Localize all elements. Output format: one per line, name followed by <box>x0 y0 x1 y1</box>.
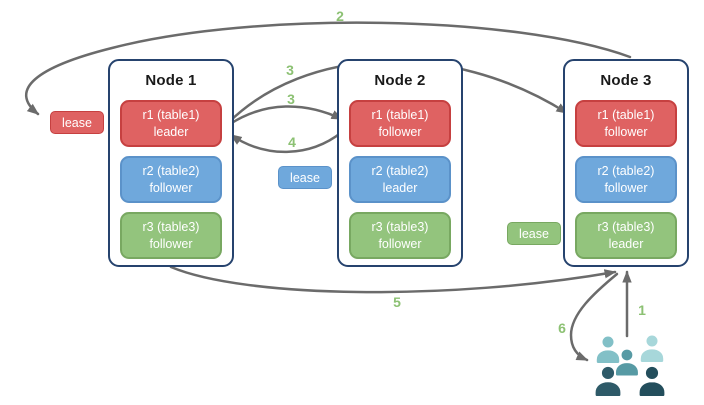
replica-role: follower <box>604 180 648 195</box>
node1-replica-r3-follower: r3 (table3) follower <box>120 212 222 259</box>
replica-name: r2 (table2) <box>597 164 655 178</box>
replica-name: r1 (table1) <box>142 108 200 122</box>
step-label-1: 1 <box>638 302 646 318</box>
lease-tag-r2: lease <box>278 166 332 189</box>
replica-name: r1 (table1) <box>597 108 655 122</box>
node1-replica-r2-follower: r2 (table2) follower <box>120 156 222 203</box>
replica-role: follower <box>378 124 422 139</box>
replica-name: r2 (table2) <box>142 164 200 178</box>
node1-replica-r1-leader: r1 (table1) leader <box>120 100 222 147</box>
replica-role: leader <box>153 124 189 139</box>
node-1-title: Node 1 <box>145 72 197 89</box>
replica-role: follower <box>604 124 648 139</box>
node-3-title: Node 3 <box>600 72 652 89</box>
step-label-2: 2 <box>336 8 344 24</box>
replica-name: r3 (table3) <box>142 220 200 234</box>
arrow-step-3-node1-to-node2 <box>228 105 344 126</box>
step-label-5: 5 <box>393 294 401 310</box>
node3-replica-r2-follower: r2 (table2) follower <box>575 156 677 203</box>
replica-role: follower <box>149 180 193 195</box>
arrow-step-4-node2-to-node1 <box>229 130 344 154</box>
node2-replica-r2-leader: r2 (table2) leader <box>349 156 451 203</box>
node-3: Node 3 r1 (table1) follower r2 (table2) … <box>563 59 689 267</box>
node3-replica-r3-leader: r3 (table3) leader <box>575 212 677 259</box>
lease-tag-r1: lease <box>50 111 104 134</box>
replica-role: follower <box>378 236 422 251</box>
step-label-3-upper: 3 <box>286 62 294 78</box>
node-2: Node 2 r1 (table1) follower r2 (table2) … <box>337 59 463 267</box>
node3-replica-r1-follower: r1 (table1) follower <box>575 100 677 147</box>
users-group-icon <box>593 334 667 398</box>
node2-replica-r3-follower: r3 (table3) follower <box>349 212 451 259</box>
replica-name: r1 (table1) <box>371 108 429 122</box>
node-1: Node 1 r1 (table1) leader r2 (table2) fo… <box>108 59 234 267</box>
replica-role: leader <box>608 236 644 251</box>
node2-replica-r1-follower: r1 (table1) follower <box>349 100 451 147</box>
step-label-3-lower: 3 <box>287 91 295 107</box>
node-2-title: Node 2 <box>374 72 426 89</box>
replica-name: r2 (table2) <box>371 164 429 178</box>
step-label-4: 4 <box>288 134 296 150</box>
replica-name: r3 (table3) <box>597 220 655 234</box>
replica-name: r3 (table3) <box>371 220 429 234</box>
replica-role: follower <box>149 236 193 251</box>
lease-tag-r3: lease <box>507 222 561 245</box>
arrow-step-5-node1-to-node3 <box>169 265 617 294</box>
replica-role: leader <box>382 180 418 195</box>
step-label-6: 6 <box>558 320 566 336</box>
